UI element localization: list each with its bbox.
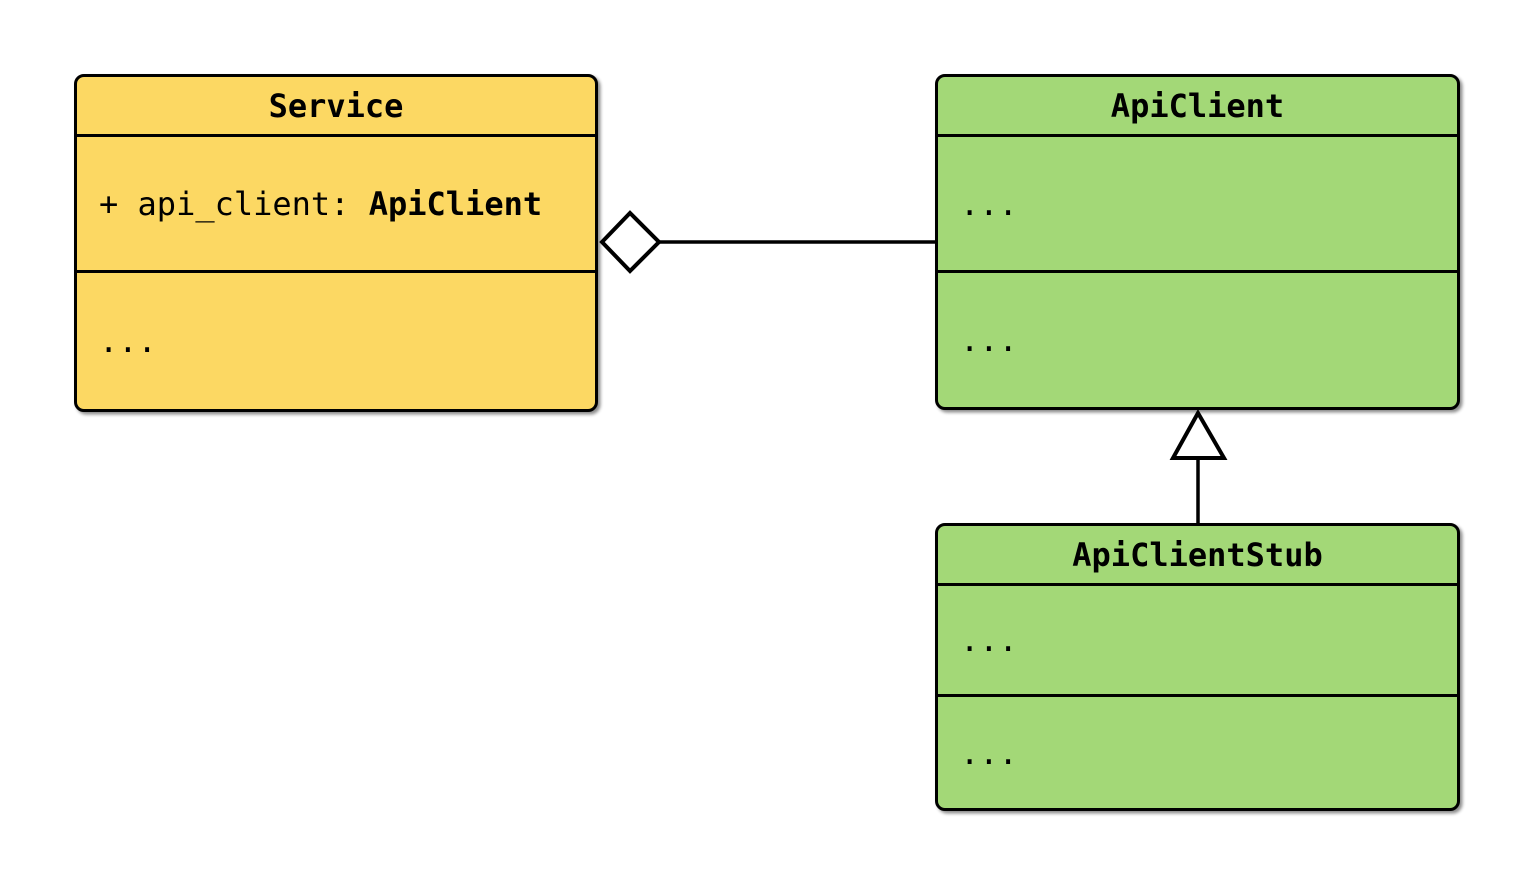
- class-methods-apiclientstub: ...: [960, 733, 1018, 772]
- class-title-apiclient: ApiClient: [938, 77, 1457, 137]
- class-attributes-service: + api_client: ApiClient: [77, 137, 595, 273]
- attribute-name: + api_client:: [99, 184, 369, 223]
- class-attributes-apiclient: ...: [938, 137, 1457, 273]
- class-title-apiclientstub: ApiClientStub: [938, 526, 1457, 586]
- class-methods-service: ...: [99, 322, 157, 360]
- class-box-service[interactable]: Service + api_client: ApiClient ...: [74, 74, 598, 412]
- attribute-type: ApiClient: [368, 184, 543, 223]
- class-methods-apiclient: ...: [960, 321, 1018, 359]
- class-attributes-apiclientstub: ...: [938, 586, 1457, 697]
- class-box-apiclient[interactable]: ApiClient ... ...: [935, 74, 1460, 410]
- inheritance-triangle-icon: [1169, 408, 1228, 460]
- class-title-service: Service: [77, 77, 595, 137]
- class-box-apiclientstub[interactable]: ApiClientStub ... ...: [935, 523, 1460, 811]
- aggregation-diamond-icon: [599, 210, 662, 274]
